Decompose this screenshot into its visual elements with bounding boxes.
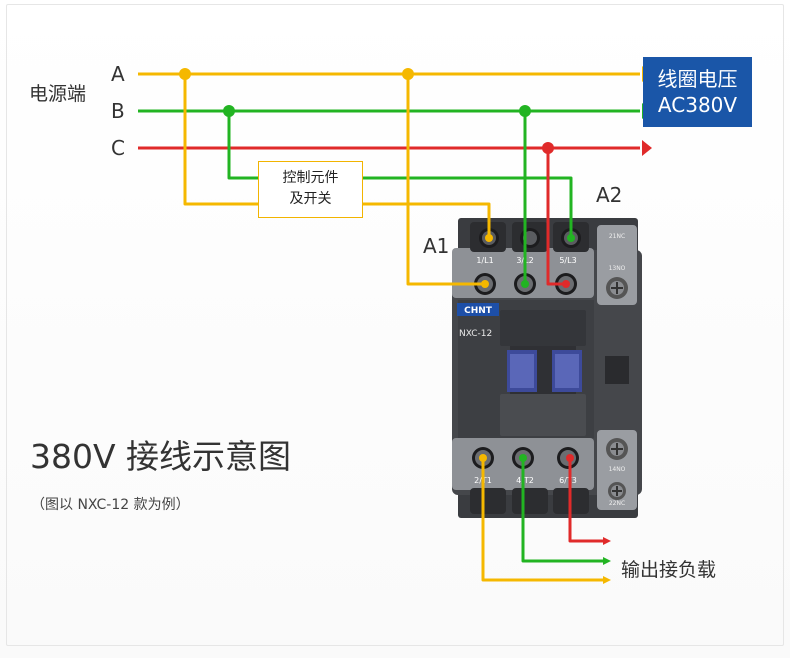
coil-voltage-box: 线圈电压 AC380V <box>643 57 752 127</box>
model-label: NXC-12 <box>459 329 492 339</box>
t1-output-wire <box>481 458 605 582</box>
terminal-label-t2: 4/T2 <box>516 476 534 485</box>
power-source-label: 电源端 <box>29 83 87 105</box>
phase-c-label: C <box>111 136 125 160</box>
phase-a-control-wire <box>183 74 258 206</box>
diagram-title: 380V 接线示意图 <box>30 437 292 476</box>
diagram-frame <box>6 4 784 646</box>
coil-terminal-a2: A2 <box>596 183 623 207</box>
coil-a2-wire <box>363 176 573 238</box>
terminal-label-l3: 5/L3 <box>559 256 576 265</box>
screw-icon <box>608 482 626 500</box>
t3-output-wire <box>568 458 605 543</box>
t2-output-wire <box>521 458 605 563</box>
arrow-icon <box>642 140 652 156</box>
aux-label-21nc: 21NC <box>609 233 625 240</box>
coil-a1-wire <box>363 202 491 238</box>
brand-label: CHNT <box>464 306 493 316</box>
control-element-line2: 及开关 <box>289 191 332 207</box>
terminal-label-t3: 6/T3 <box>559 476 577 485</box>
phase-b-control-wire <box>227 111 258 180</box>
output-load-label: 输出接负载 <box>621 559 717 581</box>
control-element-line1: 控制元件 <box>282 170 339 186</box>
aux-label-22nc: 22NC <box>609 500 625 507</box>
screw-icon <box>606 277 628 299</box>
coil-terminal-a1: A1 <box>423 234 450 258</box>
arrow-icon <box>603 537 611 545</box>
control-element-box: 控制元件 及开关 <box>258 161 363 218</box>
coil-voltage-value: AC380V <box>657 93 738 117</box>
diagram-subtitle: （图以 NXC-12 款为例） <box>31 497 190 513</box>
coil-voltage-title: 线圈电压 <box>657 67 738 91</box>
contactor: CHNT NXC-12 <box>452 218 642 518</box>
l3-wire <box>546 148 566 286</box>
wires <box>138 72 640 582</box>
aux-label-13no: 13NO <box>609 265 626 272</box>
terminal-label-l1: 1/L1 <box>476 256 493 265</box>
junction-dots <box>179 68 575 462</box>
l1-wire <box>406 74 485 286</box>
phase-b-label: B <box>111 99 125 123</box>
aux-label-14no: 14NO <box>609 466 626 473</box>
arrow-icon <box>603 557 611 565</box>
screw-icon <box>606 438 628 460</box>
arrow-icon <box>603 576 611 584</box>
phase-a-label: A <box>111 62 125 86</box>
screw-icon <box>520 228 540 248</box>
